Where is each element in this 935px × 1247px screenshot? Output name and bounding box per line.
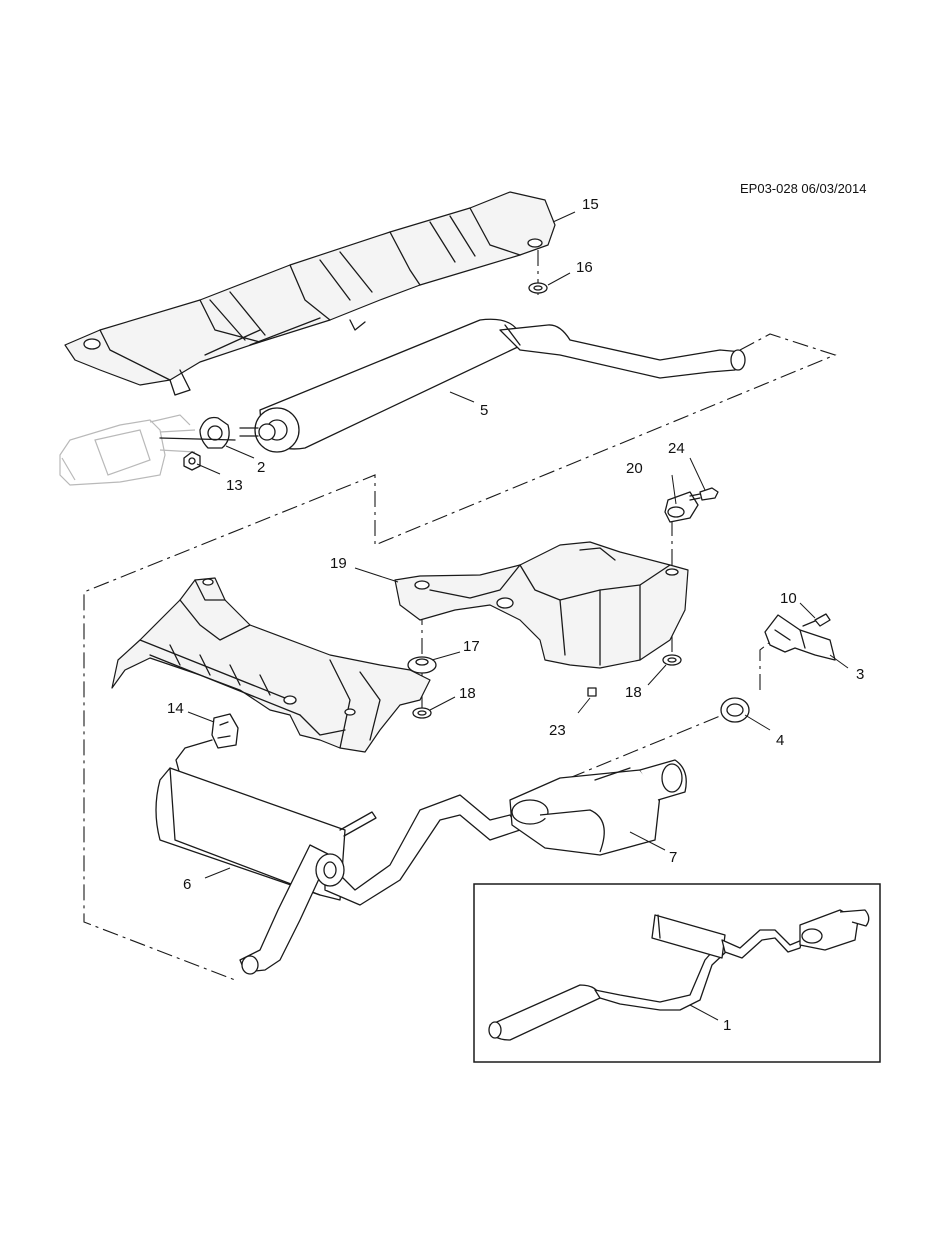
- callout-18-right: 18: [625, 684, 642, 701]
- callout-17: 17: [463, 638, 480, 655]
- callout-7: 7: [669, 849, 677, 866]
- bracket: [664, 491, 699, 523]
- callout-19: 19: [330, 555, 347, 572]
- hanger-bushing: [720, 697, 750, 723]
- callout-14: 14: [167, 700, 184, 717]
- callout-23: 23: [549, 722, 566, 739]
- callout-2: 2: [257, 459, 265, 476]
- rear-hanger-bracket: [764, 614, 836, 661]
- callout-5: 5: [480, 402, 488, 419]
- callout-18-left: 18: [459, 685, 476, 702]
- nut-left: [412, 707, 432, 719]
- catalytic-converter-ghost: [59, 414, 196, 486]
- heat-shield-rear: [394, 541, 689, 669]
- callout-24: 24: [668, 440, 685, 457]
- heat-shield-upper: [64, 191, 556, 396]
- front-resonator-pipe: [254, 318, 746, 453]
- rubber-hanger: [175, 713, 239, 776]
- nut-right: [662, 654, 682, 666]
- flange-nut: [183, 451, 201, 471]
- drawing-reference: EP03-028 06/03/2014: [740, 181, 867, 196]
- callout-13: 13: [226, 477, 243, 494]
- callout-3: 3: [856, 666, 864, 683]
- callout-1: 1: [723, 1017, 731, 1034]
- callout-10: 10: [780, 590, 797, 607]
- callout-6: 6: [183, 876, 191, 893]
- hanger-bolt: [802, 613, 831, 627]
- rear-crossmember: [111, 577, 431, 753]
- center-muffler: [155, 767, 521, 975]
- rear-muffler: [509, 759, 687, 856]
- callout-20: 20: [626, 460, 643, 477]
- callout-4: 4: [776, 732, 784, 749]
- callout-labels: 15 16 5 2 13 20 24 19 17 18 18 23 10 3 4…: [167, 196, 864, 1034]
- callout-16: 16: [576, 259, 593, 276]
- rubber-bushing: [407, 656, 437, 674]
- leader-lines: [187, 211, 849, 1021]
- callout-15: 15: [582, 196, 599, 213]
- bolt: [689, 487, 719, 501]
- complete-system-inset: [473, 883, 881, 1063]
- clip: [587, 687, 597, 697]
- gasket: [159, 416, 259, 449]
- shield-nut: [528, 282, 548, 294]
